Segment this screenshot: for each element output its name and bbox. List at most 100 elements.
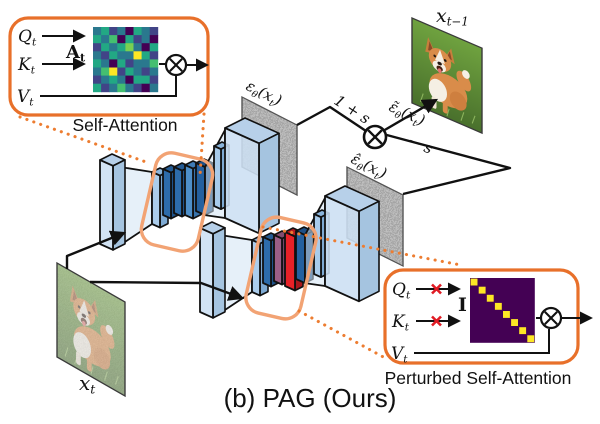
unet-slab: [151, 171, 161, 229]
dog-tail: [456, 70, 472, 92]
identity-matrix-label: I: [458, 294, 467, 316]
matrix-cell: [93, 43, 102, 52]
key-label: Kt: [391, 312, 410, 334]
matrix-cell: [133, 59, 142, 68]
matrix-cell: [125, 43, 134, 52]
matrix-cell: [125, 35, 134, 44]
matrix-cell: [133, 67, 142, 76]
unet-slab: [324, 195, 360, 303]
matrix-cell: [101, 59, 110, 68]
dog-eye: [443, 59, 447, 62]
grass-blade: [471, 115, 476, 124]
dog-chest: [428, 78, 447, 102]
matrix-cell: [117, 67, 126, 76]
matrix-cell: [133, 27, 142, 36]
matrix-cell: [109, 43, 118, 52]
image-x-t: [56, 261, 126, 398]
unet-slab: [295, 230, 306, 284]
guidance-minus-label: − s: [405, 131, 435, 158]
dotted-line-pa-top: [261, 225, 463, 267]
matrix-cell: [149, 27, 159, 36]
unet-slab: [284, 231, 296, 292]
unet-denoising: [99, 117, 280, 251]
matrix-cell: [141, 67, 151, 76]
dog-blaze: [435, 49, 445, 65]
query-label: Qt: [392, 280, 411, 302]
matrix-cell: [109, 27, 118, 36]
dog-ear-inner: [446, 51, 452, 61]
combine-line-minus: [382, 132, 512, 196]
matrix-cell: [93, 35, 102, 44]
matrix-cell: [109, 51, 118, 60]
noise-overlay: [57, 263, 126, 397]
matrix-cell: [125, 51, 134, 60]
matrix-cell: [109, 83, 118, 93]
matrix-cell: [133, 35, 142, 44]
matrix-cell: [109, 35, 118, 44]
matrix-cell: [101, 51, 110, 60]
matrix-cell: [117, 83, 126, 93]
dog-haunch: [449, 91, 467, 111]
self-attention-box: Qt Kt Vt At: [8, 16, 210, 117]
value-line: [40, 76, 177, 97]
query-label: Qt: [18, 27, 37, 49]
dog-tongue: [437, 68, 442, 74]
matrix-cell: [109, 75, 118, 85]
dotted-line-sa-left: [18, 115, 148, 164]
matrix-cell: [125, 75, 134, 85]
unet-slab: [213, 145, 222, 211]
dotted-line-pa-bottom: [297, 309, 389, 361]
unet-slab: [224, 127, 260, 235]
attention-matrix-label: At: [65, 42, 86, 65]
dog-eye: [433, 54, 437, 58]
matrix-cell: [101, 27, 110, 36]
identity-diagonal-cell: [470, 278, 478, 286]
matrix-cell: [125, 59, 134, 68]
query-perturb-cross-icon: [431, 283, 442, 295]
dog-nose: [437, 61, 442, 66]
matrix-cell: [141, 27, 151, 36]
unet-slab-side: [212, 227, 226, 319]
matrix-cell: [133, 43, 142, 52]
matrix-cell: [141, 59, 151, 68]
identity-diagonal-cell: [478, 286, 486, 294]
matrix-cell: [109, 59, 118, 68]
figure-caption: (b) PAG (Ours): [224, 383, 397, 413]
matrix-cell: [149, 75, 159, 85]
matrix-cell: [93, 59, 102, 68]
matrix-cell: [117, 27, 126, 36]
matrix-cell: [109, 67, 118, 76]
dotted-line-sa-right: [198, 112, 206, 178]
identity-diagonal-cell: [527, 335, 535, 343]
perturbed-attention-highlight-outline: [244, 215, 318, 321]
input-line-to-unet-top: [65, 230, 127, 269]
key-perturb-cross-icon: [431, 315, 442, 327]
matrix-cell: [117, 59, 126, 68]
unet-slab: [173, 166, 183, 218]
unet-slab: [199, 227, 214, 319]
matrix-cell: [141, 43, 151, 52]
grass-blade: [460, 112, 465, 122]
attention-map-matrix: [93, 27, 159, 93]
x-t-minus-1-label: xt−1: [436, 5, 469, 29]
combine-line-plus: [296, 105, 370, 134]
matrix-cell: [141, 35, 151, 44]
matrix-cell: [93, 51, 102, 60]
matrix-cell: [101, 75, 110, 85]
corgi-noisy-photo: [57, 263, 126, 397]
matrix-cell: [149, 43, 159, 52]
matrix-cell: [141, 83, 151, 93]
unet-slab-side: [358, 200, 380, 303]
perturbed-attention-box: Qt Kt Vt I: [383, 268, 593, 366]
x-t-label: xt: [79, 371, 95, 397]
unet-slab: [273, 234, 283, 286]
matrix-cell: [117, 51, 126, 60]
key-label: Kt: [17, 55, 36, 77]
matrix-cell: [149, 67, 159, 76]
otimes-icon: [539, 306, 563, 330]
combine-otimes-icon: [362, 124, 388, 150]
matrix-cell: [141, 75, 151, 85]
value-label: Vt: [391, 344, 408, 366]
matrix-cell: [93, 83, 102, 93]
matrix-cell: [149, 35, 159, 44]
